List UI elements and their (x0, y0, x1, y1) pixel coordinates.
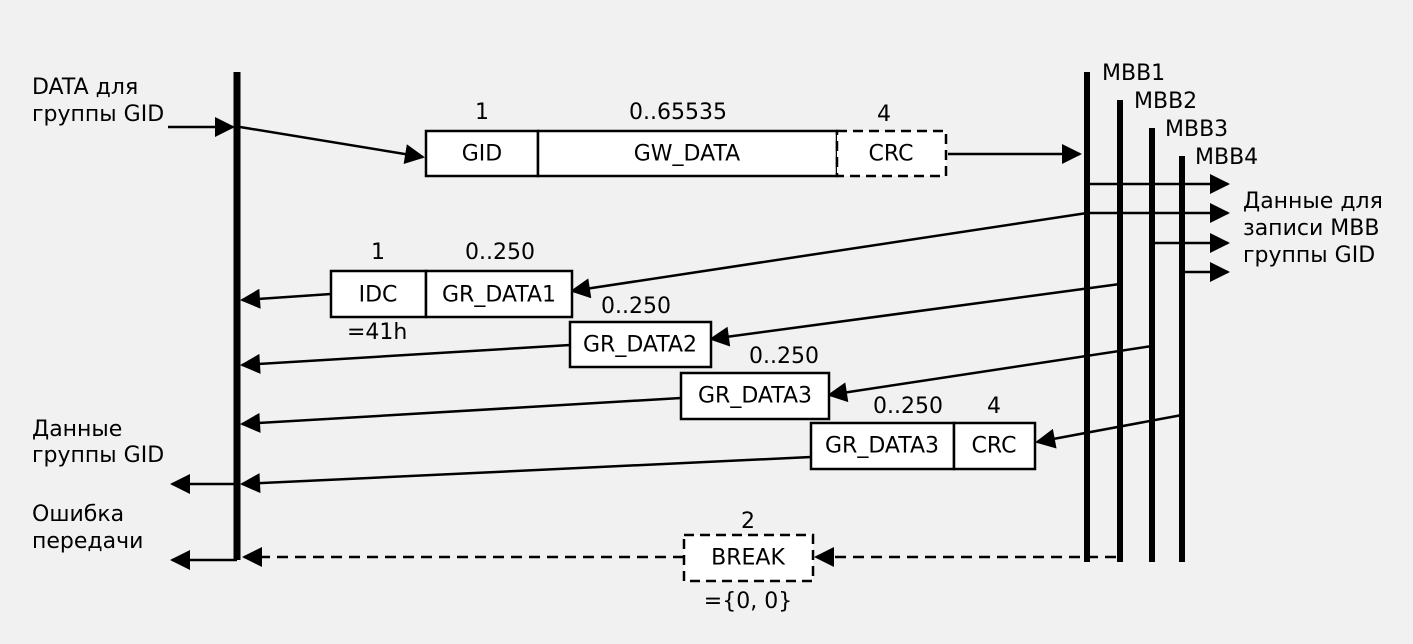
gr-data1-label: GR_DATA1 (442, 283, 556, 308)
gr-data2-size: 0..250 (601, 294, 671, 319)
response4-frame: GR_DATA3 CRC 0..250 4 (809, 394, 1037, 471)
gr-data4-size: 0..250 (873, 394, 943, 419)
crc-field (835, 129, 948, 178)
response4-in-arrow (1035, 413, 1183, 449)
crc-size: 4 (877, 102, 891, 127)
write-label-line1: Данные для (1243, 189, 1383, 214)
write-label-line3: группы GID (1243, 243, 1375, 268)
error-label-line1: Ошибка (32, 502, 124, 527)
idc-size: 1 (371, 240, 385, 265)
mbb4-label: MBB4 (1195, 145, 1258, 170)
mbb1-label: MBB1 (1102, 61, 1165, 86)
crc-label: CRC (869, 142, 914, 167)
response1-frame: IDC GR_DATA1 1 0..250 =41h (329, 240, 574, 345)
input-label-line1: DATA для (32, 75, 138, 100)
idc-field (329, 269, 428, 319)
gr-data1-size: 0..250 (465, 240, 535, 265)
crc4-size: 4 (987, 394, 1001, 419)
output-label-line2: группы GID (32, 443, 164, 468)
break-value: ={0, 0} (704, 589, 792, 614)
gw-data-label: GW_DATA (634, 142, 740, 167)
response3-in-arrow (827, 344, 1153, 403)
idc-value: =41h (347, 320, 407, 345)
request-arrow (239, 125, 425, 164)
crc4-field (952, 421, 1037, 471)
request-frame: GID GW_DATA CRC 1 0..65535 4 (424, 100, 948, 178)
break-size: 2 (741, 509, 755, 534)
error-label-line2: передачи (32, 529, 143, 554)
gid-size: 1 (475, 100, 489, 125)
break-label: BREAK (711, 546, 785, 571)
write-label-line2: записи MBB (1243, 216, 1379, 241)
mbb3-label: MBB3 (1165, 117, 1228, 142)
gr-data4-label: GR_DATA3 (825, 434, 939, 459)
response4-out-arrow (240, 455, 812, 494)
gid-field (424, 129, 540, 178)
gr-data3-size: 0..250 (749, 344, 819, 369)
response2-frame: GR_DATA2 0..250 (568, 294, 713, 369)
crc4-label: CRC (972, 434, 1017, 459)
response1-in-arrow (570, 211, 1088, 299)
response2-in-arrow (709, 282, 1121, 347)
gr-data1-field (424, 269, 574, 319)
response1-out-arrow (240, 288, 332, 309)
gw-data-size: 0..65535 (629, 100, 727, 125)
mbb2-label: MBB2 (1134, 89, 1197, 114)
input-label-line2: группы GID (32, 102, 164, 127)
idc-label: IDC (359, 283, 398, 308)
response2-out-arrow (240, 343, 571, 374)
gr-data2-label: GR_DATA2 (583, 333, 697, 358)
gid-label: GID (462, 142, 502, 167)
output-label-line1: Данные (32, 417, 122, 442)
gr-data3-label: GR_DATA3 (698, 384, 812, 409)
gr-data3-field (679, 371, 831, 421)
response3-frame: GR_DATA3 0..250 (679, 344, 831, 421)
break-frame: BREAK 2 ={0, 0} (682, 509, 815, 614)
response3-out-arrow (240, 396, 682, 433)
gr-data2-field (568, 320, 713, 369)
